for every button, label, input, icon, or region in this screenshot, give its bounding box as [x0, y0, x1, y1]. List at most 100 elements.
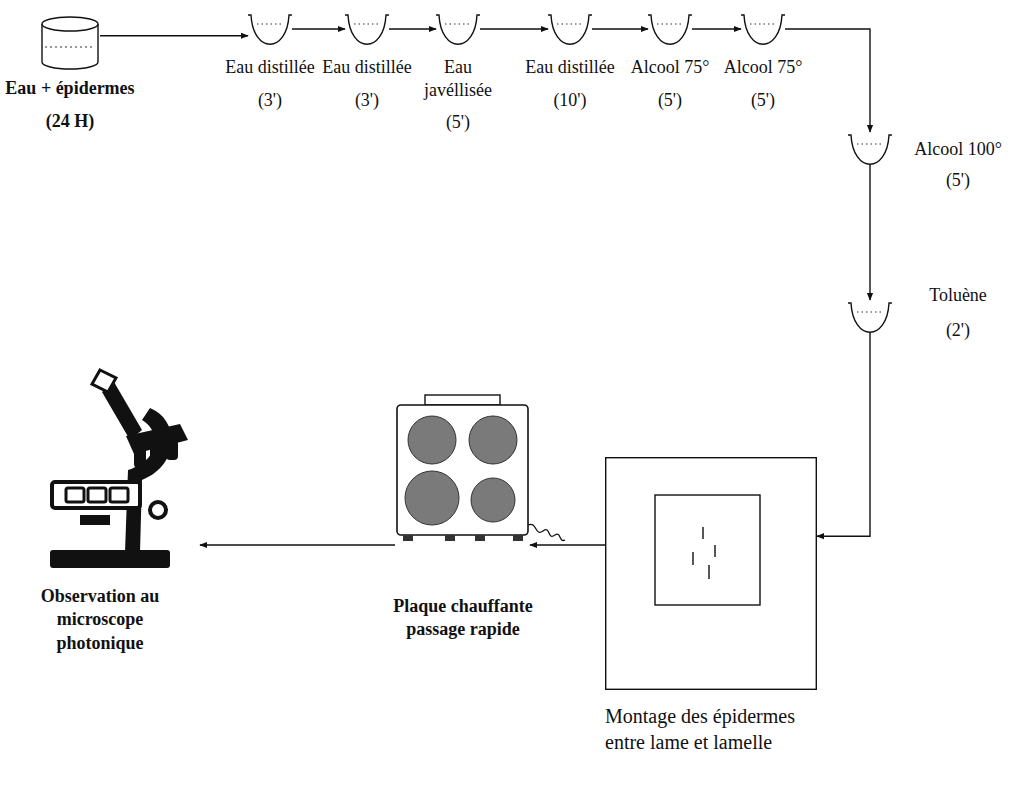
bowl-step: Eau distillée(3')	[345, 12, 389, 46]
stage-clip	[66, 488, 84, 502]
bowl-outline	[436, 15, 480, 44]
liquid-level	[557, 23, 583, 24]
bowl-step: Eau javéllisée(5')	[436, 12, 480, 46]
bowl-outline	[345, 15, 389, 44]
step-name: Plaque chauffante passage rapide	[383, 595, 543, 642]
objective	[150, 444, 162, 466]
step-duration: (10')	[525, 89, 615, 112]
plate-foot	[445, 535, 455, 541]
power-cord	[528, 524, 565, 540]
bowl-step: Toluène(2')	[848, 300, 892, 332]
bowl-step: Alcool 100°(5')	[848, 132, 892, 164]
bowl-outline	[248, 15, 292, 44]
step-name: Eau distillée	[225, 56, 315, 79]
step-caption: Alcool 100°(5')	[906, 138, 1010, 191]
step-caption: Observation au microscope photonique	[25, 585, 175, 655]
flow-arrow	[100, 35, 248, 36]
step-name: Eau javéllisée	[413, 56, 503, 101]
heating-ring	[471, 478, 515, 522]
bowl-icon	[345, 15, 389, 44]
beaker-icon	[42, 17, 98, 69]
step-duration: (2')	[906, 319, 1010, 342]
bowl-outline	[548, 15, 592, 44]
step-duration: (3')	[225, 89, 315, 112]
step-illustration	[548, 12, 592, 46]
microscope-base	[50, 550, 170, 568]
flow-arrow	[292, 28, 345, 29]
step-name: Eau distillée	[322, 56, 412, 79]
flow-arrow	[817, 332, 870, 536]
step-caption: Eau distillée(10')	[525, 56, 615, 111]
step-caption: Eau distillée (3')	[322, 56, 412, 111]
bowl-icon	[436, 15, 480, 44]
step-illustration	[648, 12, 692, 46]
bowl-step: Eau distillée(3')	[248, 12, 292, 46]
bowl-step: Alcool 75°(5')	[741, 12, 785, 46]
epidermis-strip	[714, 545, 715, 557]
flow-arrow	[480, 28, 548, 29]
bowl-outline	[648, 15, 692, 44]
step-name: Alcool 75°	[625, 56, 715, 79]
step-name: Eau + épidermes	[0, 77, 150, 100]
stage-clip	[110, 488, 128, 502]
bowl-icon	[248, 15, 292, 44]
plate-foot	[513, 535, 523, 541]
flow-arrow	[869, 164, 870, 300]
step-duration: (3')	[322, 89, 412, 112]
liquid-level	[657, 23, 683, 24]
step-caption: Eau distillée (3')	[225, 56, 315, 111]
step-duration: (5')	[413, 111, 503, 134]
step-duration: (5')	[625, 89, 715, 112]
liquid-level	[857, 311, 883, 312]
step-caption: Toluène(2')	[906, 284, 1010, 341]
plate-body	[397, 405, 528, 535]
bowl-icon	[648, 15, 692, 44]
slide-outline	[606, 458, 817, 690]
liquid-level	[857, 143, 883, 144]
slide-step: Montage des épidermes entre lame et lame…	[605, 457, 817, 690]
eyepiece	[92, 370, 116, 392]
bowl-icon	[848, 135, 892, 164]
coverslip-outline	[655, 495, 760, 605]
step-name: Montage des épidermes entre lame et lame…	[605, 703, 795, 755]
plate-handle	[425, 395, 500, 405]
bowl-outline	[741, 15, 785, 44]
liquid-level	[354, 23, 380, 24]
liquid-level	[45, 46, 95, 47]
flow-arrow	[530, 544, 605, 545]
heating-ring	[469, 416, 517, 464]
plate-foot	[403, 535, 413, 541]
beaker-step: Eau + épidermes(24 H)	[40, 15, 100, 70]
step-name: Alcool 75°	[718, 56, 808, 79]
step-caption: Eau + épidermes(24 H)	[0, 77, 150, 134]
bowl-step: Alcool 75°(5')	[648, 12, 692, 46]
liquid-level	[750, 23, 776, 24]
step-illustration	[30, 370, 200, 570]
step-illustration	[248, 12, 292, 46]
bowl-step: Eau distillée(10')	[548, 12, 592, 46]
step-illustration	[741, 12, 785, 46]
flow-arrow	[692, 28, 741, 29]
condenser	[80, 515, 110, 525]
microscope-stage	[52, 482, 140, 508]
bowl-icon	[741, 15, 785, 44]
flow-arrow	[785, 29, 870, 132]
flow-arrow	[200, 544, 395, 545]
objective	[134, 448, 146, 468]
step-caption: Eau javéllisée (5')	[413, 56, 503, 134]
epidermis-strip	[708, 565, 709, 579]
step-caption: Montage des épidermes entre lame et lame…	[605, 703, 795, 755]
step-caption: Plaque chauffante passage rapide	[383, 595, 543, 642]
step-illustration	[605, 457, 817, 690]
bowl-icon	[848, 303, 892, 332]
plate-step: Plaque chauffante passage rapide	[395, 395, 530, 555]
microscope-step: Observation au microscope photonique	[30, 370, 200, 570]
bowl-icon	[548, 15, 592, 44]
plate-foot	[475, 535, 485, 541]
step-illustration	[848, 300, 892, 332]
stage-clip	[88, 488, 106, 502]
epidermis-strip	[702, 527, 703, 539]
step-duration: (5')	[906, 169, 1010, 192]
